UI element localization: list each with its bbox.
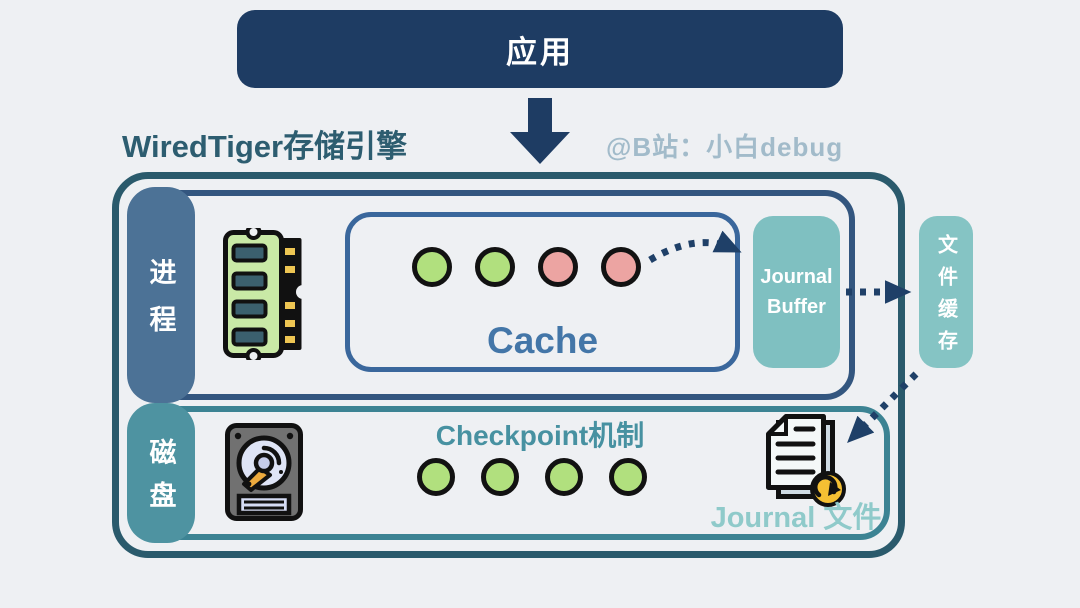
cache-page-dirty: [601, 247, 641, 287]
checkpoint-page: [545, 458, 583, 496]
cache-pages: [412, 247, 641, 287]
application-box: 应用: [237, 10, 843, 88]
watermark-text: @B站：小白debug: [606, 132, 844, 162]
checkpoint-page: [417, 458, 455, 496]
checkpoint-title: Checkpoint机制: [435, 420, 645, 451]
journal-file-label: Journal 文件: [710, 502, 882, 534]
cache-page-clean: [475, 247, 515, 287]
wiredtiger-engine-container: [112, 172, 905, 558]
cache-title: Cache: [486, 320, 599, 361]
checkpoint-page: [609, 458, 647, 496]
ram-memory-icon: [221, 228, 305, 360]
journal-buffer-box: Journal Buffer: [753, 216, 840, 368]
file-cache-box: 文件缓存: [919, 216, 973, 368]
journal-file-icon: [756, 410, 848, 510]
diagram-title: WiredTiger存储引擎: [122, 129, 408, 164]
process-row-label: 进程: [127, 187, 195, 403]
disk-row-label: 磁盘: [127, 403, 195, 543]
application-label: 应用: [506, 34, 574, 70]
app-to-engine-arrow: [510, 98, 570, 164]
hard-disk-icon: [224, 422, 304, 522]
cache-page-dirty: [538, 247, 578, 287]
cache-box: [345, 212, 740, 372]
cache-page-clean: [412, 247, 452, 287]
journal-buffer-label: Journal Buffer: [760, 266, 833, 318]
checkpoint-page: [481, 458, 519, 496]
checkpoint-pages: [417, 458, 647, 496]
